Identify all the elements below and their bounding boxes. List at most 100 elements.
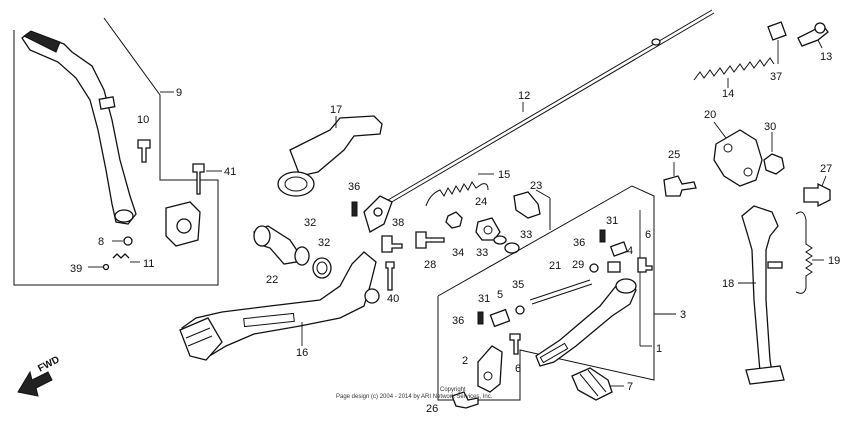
plate-hole-2 xyxy=(743,167,753,177)
callout-31-lower: 31 xyxy=(478,293,490,305)
leader-20 xyxy=(713,121,727,139)
collar-part-37 xyxy=(767,21,787,41)
callout-24: 24 xyxy=(475,196,487,208)
brake-pedal-slot xyxy=(243,312,295,328)
pin-13-head xyxy=(814,22,826,34)
brake-rod-part-12 xyxy=(387,9,713,201)
callout-3: 3 xyxy=(680,309,686,321)
pin-part-36-upper xyxy=(351,201,358,217)
nut-part-30 xyxy=(763,153,785,175)
joint-frame-top xyxy=(535,189,551,199)
brake-pedal-pivot xyxy=(364,288,380,304)
callout-16: 16 xyxy=(296,347,308,359)
fwd-label: FWD xyxy=(36,354,61,374)
brake-pedal-part-16 xyxy=(181,251,377,359)
shaft-end xyxy=(253,225,271,247)
pivot-hole xyxy=(176,218,192,234)
rod-joint xyxy=(651,38,661,46)
callout-7: 7 xyxy=(627,381,633,393)
plate-part-20 xyxy=(713,129,763,187)
callout-36-mid: 36 xyxy=(573,237,585,249)
side-stand-part-18 xyxy=(741,205,779,373)
bolt-part-26 xyxy=(451,391,479,409)
callout-6-lower: 6 xyxy=(515,363,521,375)
shift-pedal-boss xyxy=(615,278,637,294)
callout-36-lower: 36 xyxy=(452,315,464,327)
callout-5: 5 xyxy=(497,289,503,301)
pin-part-8 xyxy=(123,236,133,246)
callout-18: 18 xyxy=(722,278,734,290)
callout-4: 4 xyxy=(627,245,633,257)
rubber-ridge-2 xyxy=(587,369,607,393)
arm-2-hole xyxy=(483,371,493,381)
side-stand-foot xyxy=(745,365,785,385)
callout-32-upper: 32 xyxy=(304,217,316,229)
callout-38: 38 xyxy=(392,217,404,229)
callout-29: 29 xyxy=(572,259,584,271)
bracket-part-17 xyxy=(289,115,383,177)
brake-arm-end xyxy=(114,209,134,223)
washer-part-33a xyxy=(504,242,520,254)
joint-part-5 xyxy=(489,308,511,328)
bolt-part-38 xyxy=(381,235,403,253)
pad-ridge-2 xyxy=(187,335,213,347)
side-stand-hook xyxy=(767,261,783,269)
rubber-ridge-1 xyxy=(579,373,599,397)
nut-part-29 xyxy=(589,263,599,273)
joint-part-29b xyxy=(607,261,621,273)
washer-part-33b xyxy=(493,235,507,245)
bolt-part-25 xyxy=(663,175,697,197)
pin-part-36-mid xyxy=(599,229,606,243)
callout-15: 15 xyxy=(498,169,510,181)
bolt-part-28 xyxy=(415,231,445,249)
callout-8: 8 xyxy=(98,236,104,248)
adjuster-hole xyxy=(483,225,493,235)
callout-34: 34 xyxy=(452,247,464,259)
shift-rod-part-21 xyxy=(529,279,591,301)
callout-20: 20 xyxy=(704,109,716,121)
callout-2: 2 xyxy=(462,355,468,367)
clip-part-4 xyxy=(609,241,629,257)
bolt-part-41 xyxy=(192,163,205,195)
callout-32-lower: 32 xyxy=(318,237,330,249)
bolt-part-40 xyxy=(385,261,395,291)
bolt-part-6-upper xyxy=(637,257,653,273)
brake-arm-part-9 xyxy=(21,31,137,225)
group-box-3 xyxy=(437,185,655,401)
callout-6-upper: 6 xyxy=(645,229,651,241)
copyright-line-1: Copyright xyxy=(440,387,466,393)
rod-link-hole xyxy=(373,207,383,217)
shift-rod-edge xyxy=(531,283,593,305)
callout-36-upper: 36 xyxy=(348,181,360,193)
callout-35: 35 xyxy=(512,279,524,291)
ball-part-39 xyxy=(102,263,110,271)
callout-33-left: 33 xyxy=(476,247,488,259)
spring-part-11 xyxy=(112,253,130,259)
callout-37: 37 xyxy=(770,71,782,83)
callout-33-right: 33 xyxy=(520,229,532,241)
callout-23: 23 xyxy=(530,180,542,192)
callout-39: 39 xyxy=(70,263,82,275)
callout-40: 40 xyxy=(387,293,399,305)
spring-part-14 xyxy=(693,57,775,81)
callout-30: 30 xyxy=(764,121,776,133)
washer-part-32b xyxy=(312,257,332,279)
callout-17: 17 xyxy=(330,104,342,116)
bolt-part-27 xyxy=(803,182,831,208)
joint-part-23 xyxy=(513,191,541,219)
washer-part-32a xyxy=(294,246,310,266)
callout-13: 13 xyxy=(820,51,832,63)
brake-arm-grip xyxy=(23,30,61,53)
callout-1: 1 xyxy=(656,343,662,355)
bracket-clamp-inner xyxy=(284,176,308,192)
callout-28: 28 xyxy=(424,259,436,271)
callout-31-upper: 31 xyxy=(606,215,618,227)
plate-hole-1 xyxy=(723,143,733,153)
bolt-part-6-lower xyxy=(509,333,521,355)
spring-part-15 xyxy=(425,181,489,207)
leader-13 xyxy=(817,39,823,49)
callout-27: 27 xyxy=(820,163,832,175)
pad-ridge-1 xyxy=(185,327,211,339)
brake-pedal-pad xyxy=(179,317,223,361)
